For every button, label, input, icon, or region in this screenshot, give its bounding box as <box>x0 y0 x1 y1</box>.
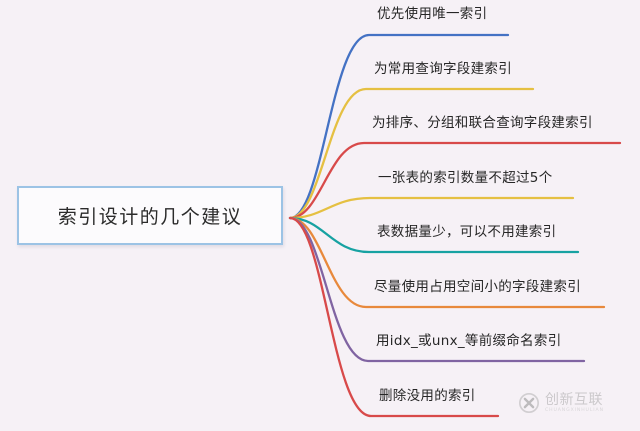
branch-label[interactable]: 删除没用的索引 <box>379 388 476 404</box>
branch-label[interactable]: 表数据量少，可以不用建索引 <box>377 224 557 240</box>
branch-connector <box>288 196 575 220</box>
branch-label[interactable]: 优先使用唯一索引 <box>377 6 488 22</box>
branch-label[interactable]: 一张表的索引数量不超过5个 <box>378 170 553 186</box>
branch-connector <box>288 216 500 418</box>
central-node[interactable]: 索引设计的几个建议 <box>17 186 283 245</box>
branch-label[interactable]: 用idx_或unx_等前缀命名索引 <box>376 333 562 349</box>
watermark: 创新互联 CHUANGXINHULIAN <box>518 392 604 414</box>
central-node-label: 索引设计的几个建议 <box>57 206 243 228</box>
creative-x-logo-icon <box>519 393 539 413</box>
branch-label[interactable]: 尽量使用占用空间小的字段建索引 <box>374 279 581 295</box>
branch-label[interactable]: 为排序、分组和联合查询字段建索引 <box>372 115 593 131</box>
watermark-text: 创新互联 CHUANGXINHULIAN <box>545 393 604 413</box>
watermark-name: 创新互联 <box>545 392 603 409</box>
branch-connector <box>288 87 535 220</box>
branch-label[interactable]: 为常用查询字段建索引 <box>374 61 512 77</box>
watermark-subtitle: CHUANGXINHULIAN <box>545 407 604 413</box>
